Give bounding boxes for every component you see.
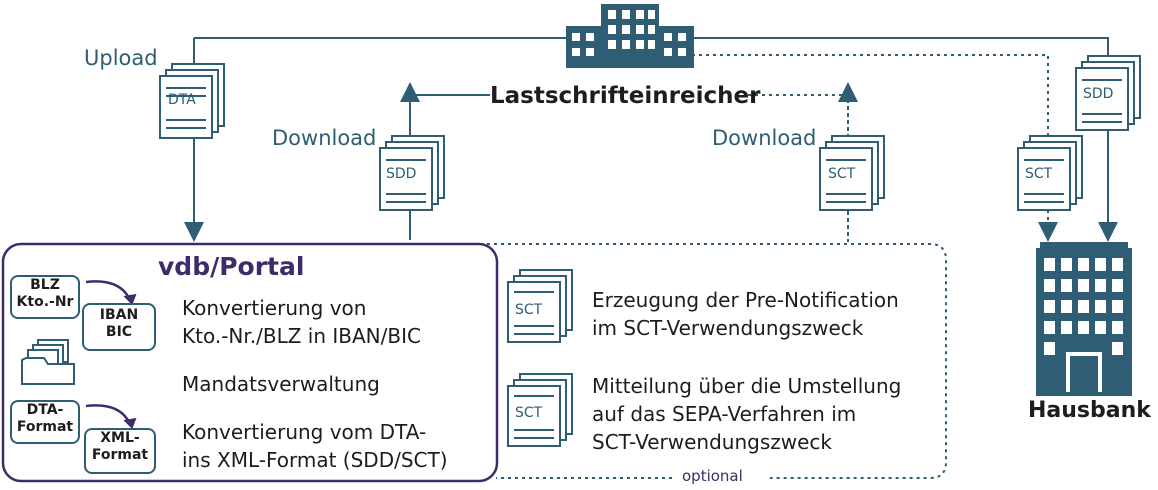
hausbank-building-icon xyxy=(1036,242,1132,396)
xml-format-box: XML- Format xyxy=(84,428,156,474)
upload-line xyxy=(194,37,1118,242)
portal-box xyxy=(1,242,499,483)
feature-convert-iban: Konvertierung von Kto.-Nr./BLZ in IBAN/B… xyxy=(182,296,421,348)
doc-icons xyxy=(159,55,1141,447)
convert-arrow-1 xyxy=(85,280,132,301)
sct-optional-1-doc-label: SCT xyxy=(515,302,543,318)
dta-format-box: DTA- Format xyxy=(10,400,80,444)
feature-convert-xml: Konvertierung vom DTA- ins XML-Format (S… xyxy=(182,420,448,472)
sdd-bank-doc-icon xyxy=(1075,55,1141,131)
sdd-bank-doc-label: SDD xyxy=(1083,86,1114,102)
convert-arrow-2 xyxy=(85,404,132,425)
sct-download-doc-icon xyxy=(819,135,885,211)
optional-label: optional xyxy=(682,467,743,485)
feature-mandate: Mandatsverwaltung xyxy=(182,372,380,396)
optional-item-sepa-notice: Mitteilung über die Umstellung auf das S… xyxy=(592,374,902,454)
submitter-building-icon xyxy=(566,4,694,68)
sct-download-doc-label: SCT xyxy=(828,166,856,182)
iban-box: IBAN BIC xyxy=(82,303,156,351)
download-right-label: Download xyxy=(712,126,817,150)
optional-box xyxy=(480,243,947,479)
sct-optional-2-doc-label: SCT xyxy=(515,405,543,421)
sdd-download-doc-label: SDD xyxy=(386,166,417,182)
dta-doc-label: DTA xyxy=(168,92,196,108)
upload-label: Upload xyxy=(84,46,158,70)
sct-bank-doc-label: SCT xyxy=(1025,166,1053,182)
dta-doc-icon xyxy=(159,63,225,139)
hausbank-label: Hausbank xyxy=(1028,398,1151,423)
sdd-download-doc-icon xyxy=(379,135,445,211)
blz-box: BLZ Kto.-Nr xyxy=(10,275,80,319)
download-left-label: Download xyxy=(272,126,377,150)
sct-bank-doc-icon xyxy=(1017,135,1083,211)
sct-optional-1-doc-icon xyxy=(507,269,573,343)
submitter-label: Lastschrifteinreicher xyxy=(490,83,761,109)
portal-title: vdb/Portal xyxy=(158,252,305,281)
optional-item-prenotification: Erzeugung der Pre-Notification im SCT-Ve… xyxy=(592,288,899,340)
sct-optional-2-doc-icon xyxy=(507,373,573,447)
folder-icon xyxy=(21,339,75,385)
